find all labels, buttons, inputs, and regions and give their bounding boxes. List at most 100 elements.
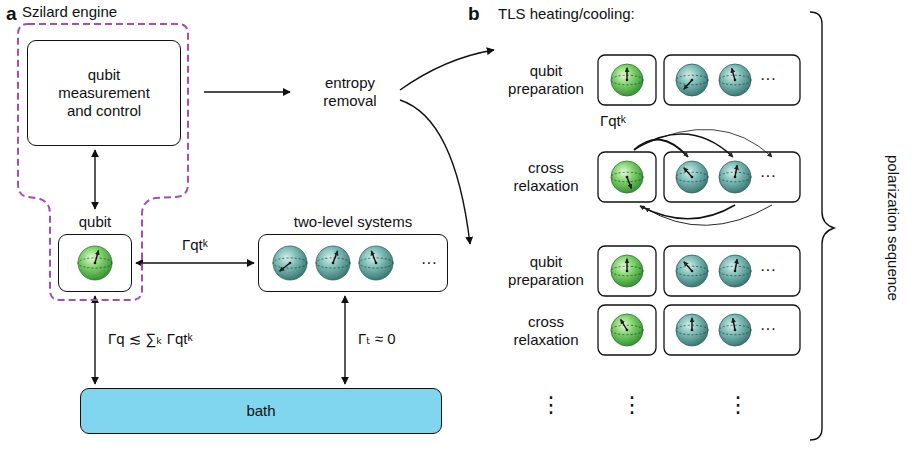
rate-label: Γqtᵏ — [600, 112, 626, 130]
rate-label: Γqtᵏ — [180, 236, 210, 254]
spin-arrow — [280, 263, 290, 271]
vertical-ellipsis: ⋮ — [540, 392, 562, 418]
spin-arrow — [626, 259, 627, 271]
sphere-center — [626, 79, 629, 82]
sphere-center — [734, 270, 737, 273]
spin-arrow — [732, 68, 735, 80]
qubit-box: qubit — [58, 234, 132, 292]
sphere-center — [734, 79, 737, 82]
spin-arrow — [333, 251, 338, 263]
sphere-center — [734, 329, 737, 332]
ellipsis: ··· — [760, 260, 776, 280]
sequence-boxes — [598, 55, 800, 355]
spin-arrow — [371, 251, 376, 263]
sphere-equator — [359, 258, 393, 268]
sphere-center — [691, 270, 694, 273]
sphere-center — [691, 79, 694, 82]
sphere-body — [719, 255, 751, 287]
vertical-ellipsis: ⋮ — [727, 392, 749, 418]
sphere-equator — [676, 75, 708, 85]
sphere-center — [626, 176, 629, 179]
connector-arrow — [344, 296, 345, 384]
spin-arrow — [95, 251, 99, 263]
sphere-body — [316, 246, 350, 280]
node-label: bath — [246, 402, 275, 420]
sphere-body — [719, 161, 751, 193]
panel-letter: a — [6, 2, 17, 25]
sphere-body — [359, 246, 393, 280]
sphere-equator — [611, 172, 643, 182]
sphere-center — [626, 329, 629, 332]
sphere-body — [719, 314, 751, 346]
panel-heading: TLS heating/cooling: — [498, 5, 635, 23]
connector-arrow — [94, 150, 95, 209]
sphere-equator — [78, 258, 112, 268]
row-label: qubit preparation — [498, 62, 594, 98]
node-label: qubit — [29, 213, 161, 231]
tls-box: two-level systems··· — [258, 234, 448, 292]
node-label: two-level systems — [229, 213, 477, 231]
sphere-center — [332, 262, 335, 265]
sphere-body — [676, 314, 708, 346]
sphere-equator — [719, 75, 751, 85]
sphere-center — [626, 270, 629, 273]
spin-arrow — [733, 318, 735, 330]
spin-arrow — [691, 318, 692, 330]
bloch-spheres — [78, 64, 751, 346]
sphere-center — [94, 262, 97, 265]
spin-arrow — [735, 165, 737, 177]
connector-arrow — [94, 296, 95, 384]
sphere-center — [691, 329, 694, 332]
ellipsis: ··· — [421, 254, 437, 272]
ellipsis: ··· — [760, 319, 776, 339]
sphere-equator — [316, 258, 350, 268]
spin-arrow — [626, 68, 627, 80]
sphere-body — [611, 161, 643, 193]
sphere-equator — [611, 325, 643, 335]
row-label: qubit preparation — [498, 253, 594, 289]
sphere-equator — [676, 172, 708, 182]
sphere-equator — [273, 258, 307, 268]
sphere-body — [719, 64, 751, 96]
ellipsis: ··· — [760, 166, 776, 186]
sphere-center — [289, 262, 292, 265]
sphere-body — [676, 161, 708, 193]
panel-letter: b — [468, 2, 480, 25]
spin-arrow — [684, 80, 692, 89]
sphere-body — [676, 255, 708, 287]
flow-label: entropy removal — [300, 74, 400, 110]
sphere-body — [611, 314, 643, 346]
row-label: cross relaxation — [498, 313, 594, 349]
sphere-body — [78, 246, 112, 280]
region-outline — [14, 2, 192, 302]
connector-arrow — [136, 262, 254, 263]
brace-label: polarization sequence — [884, 155, 902, 301]
sphere-center — [691, 176, 694, 179]
sphere-body — [273, 246, 307, 280]
spin-arrow — [735, 259, 737, 271]
vertical-ellipsis: ⋮ — [621, 392, 643, 418]
node-label: Szilard engine — [22, 3, 117, 21]
sequence-brace — [810, 12, 834, 440]
region-dashed-border — [18, 24, 188, 300]
spin-arrow — [684, 168, 692, 177]
sphere-center — [375, 262, 378, 265]
flow-arrow — [400, 50, 494, 90]
rate-label: Γq ≲ ∑ₖ Γqtᵏ — [106, 330, 195, 348]
spin-arrow — [621, 319, 627, 330]
rate-label: Γₜ ≈ 0 — [356, 330, 398, 348]
cross-relaxation-arrows — [634, 129, 772, 225]
engine-region: Szilard engine qubit measurement and cont… — [14, 2, 192, 302]
spin-arrow — [684, 262, 692, 271]
process-box: qubit measurement and control — [27, 40, 181, 146]
sphere-center — [734, 176, 737, 179]
ellipsis: ··· — [760, 69, 776, 89]
bath-box: bath — [80, 388, 442, 434]
sphere-equator — [676, 266, 708, 276]
node-label: qubit measurement and control — [44, 66, 164, 120]
sphere-body — [676, 64, 708, 96]
sphere-body — [611, 64, 643, 96]
